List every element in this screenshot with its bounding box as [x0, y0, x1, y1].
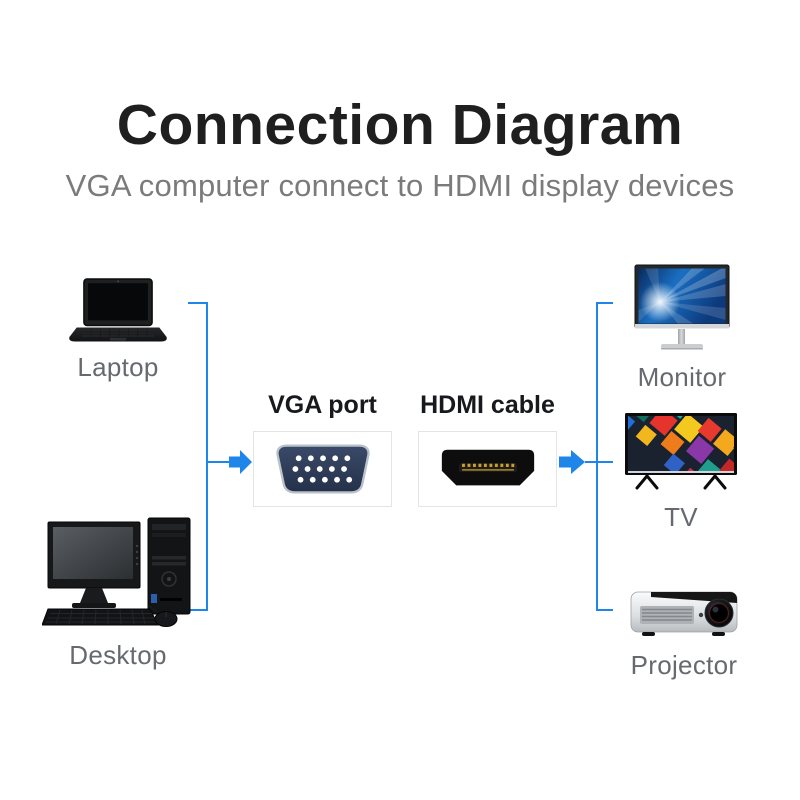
- vga-connector-block: VGA port: [253, 390, 392, 507]
- page-title: Connection Diagram: [116, 93, 684, 157]
- hdmi-plug-icon: [441, 449, 534, 486]
- monitor-device: Monitor: [612, 264, 752, 393]
- vga-port-box: [253, 431, 392, 507]
- monitor-label: Monitor: [637, 362, 727, 392]
- monitor-icon: [634, 264, 730, 350]
- tv-icon: [625, 413, 737, 490]
- right-arrow-icon-left: [229, 450, 252, 474]
- projector-device: Projector: [614, 582, 754, 681]
- header: Connection Diagram VGA computer connect …: [0, 93, 800, 204]
- laptop-device: Laptop: [48, 278, 188, 383]
- tv-device: TV: [611, 412, 751, 533]
- vga-port-icon: [275, 444, 370, 494]
- vga-port-label: VGA port: [268, 391, 377, 419]
- tv-label: TV: [664, 502, 698, 532]
- hdmi-cable-box: [418, 431, 557, 507]
- hdmi-cable-label: HDMI cable: [420, 391, 555, 419]
- laptop-icon: [69, 278, 167, 342]
- laptop-label: Laptop: [77, 352, 159, 382]
- right-arrow-icon-right: [559, 450, 585, 474]
- hdmi-connector-block: HDMI cable: [418, 390, 557, 507]
- projector-label: Projector: [630, 650, 738, 680]
- page-subtitle: VGA computer connect to HDMI display dev…: [65, 167, 735, 203]
- projector-icon: [630, 591, 738, 636]
- desktop-icon: [42, 517, 191, 627]
- desktop-device: Desktop: [40, 516, 196, 671]
- desktop-label: Desktop: [69, 640, 167, 670]
